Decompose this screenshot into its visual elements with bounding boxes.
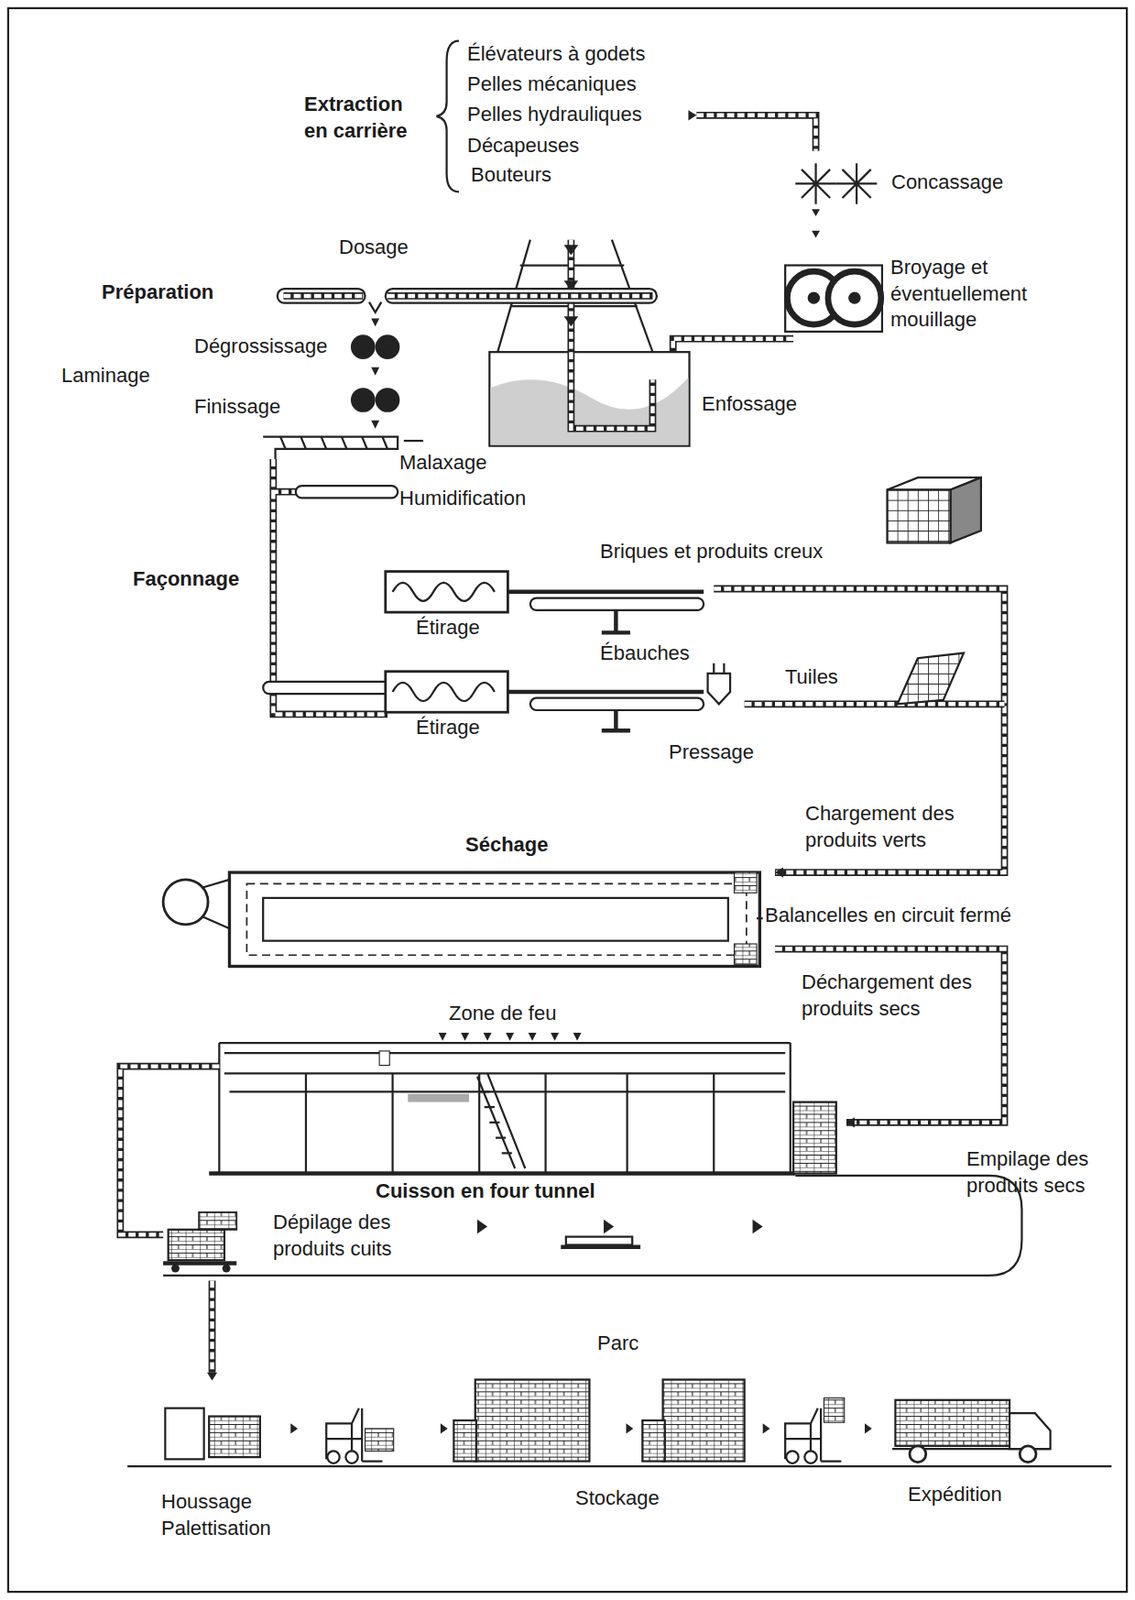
step-label: Chargement des produits verts [805, 800, 974, 853]
stage-heading: Façonnage [132, 566, 240, 593]
step-label: Humidification [399, 485, 526, 513]
step-label: Dépilage des produits cuits [272, 1209, 426, 1262]
step-label: Dosage [338, 234, 409, 262]
stage-heading: Extraction en carrière [304, 91, 432, 144]
step-label: Tuiles [785, 664, 839, 691]
step-label: Élévateurs à godets [467, 41, 645, 68]
step-label: Bouteurs [470, 162, 552, 189]
step-label: Enfossage [701, 391, 797, 418]
step-label: Pelles hydrauliques [467, 101, 643, 129]
step-label: Houssage Palettisation [161, 1488, 289, 1541]
step-label: Déchargement des produits secs [801, 969, 991, 1022]
step-label: Empilage des produits secs [966, 1145, 1110, 1199]
step-label: Étirage [415, 614, 481, 642]
step-label: Dégrossissage [194, 333, 328, 361]
step-label: Expédition [907, 1481, 1003, 1508]
stage-heading: Séchage [465, 831, 549, 859]
stage-heading: Préparation [101, 279, 214, 306]
step-label: Finissage [194, 393, 281, 421]
step-label: Zone de feu [448, 1000, 557, 1027]
step-label: Étirage [415, 714, 481, 742]
step-label: Stockage [575, 1484, 660, 1512]
stage-heading: Cuisson en four tunnel [375, 1178, 596, 1205]
step-label: Malaxage [399, 449, 487, 477]
step-label: Parc [597, 1330, 639, 1357]
step-label: Broyage et éventuellement mouillage [890, 254, 1054, 334]
step-label: Pressage [668, 739, 754, 766]
step-label: Concassage [891, 169, 1004, 197]
step-label: Balancelles en circuit fermé [764, 902, 1012, 929]
step-label: Pelles mécaniques [467, 71, 637, 99]
step-label: Décapeuses [467, 132, 579, 160]
step-label: Briques et produits creux [600, 538, 823, 566]
step-label: Ébauches [600, 640, 690, 667]
step-label: Laminage [61, 362, 151, 390]
